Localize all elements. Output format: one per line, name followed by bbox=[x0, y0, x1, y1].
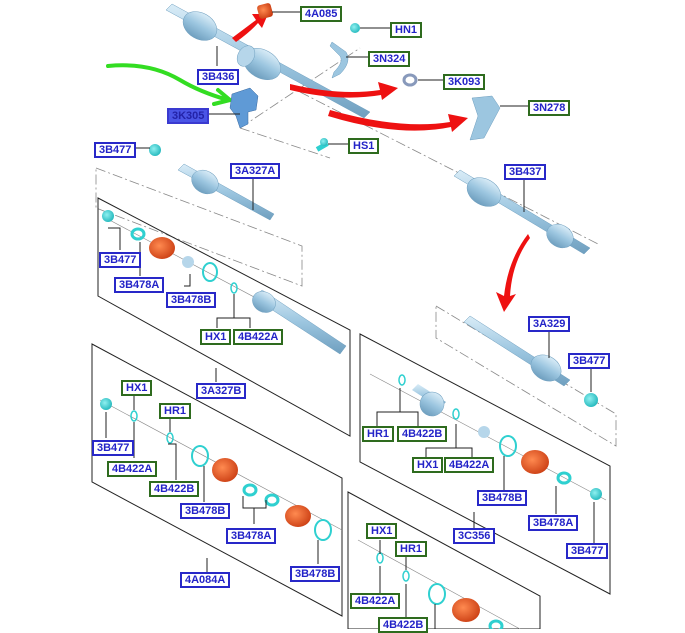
part-3N278 bbox=[469, 95, 501, 141]
part-label-3B478A-c[interactable]: 3B478A bbox=[528, 515, 579, 531]
shaft-3B437 bbox=[453, 169, 591, 255]
part-3N324 bbox=[329, 41, 349, 79]
group-bottom bbox=[347, 491, 541, 629]
part-label-4A084A[interactable]: 4A084A bbox=[180, 572, 231, 588]
part-label-4B422B-c[interactable]: 4B422B bbox=[378, 617, 429, 633]
part-label-3A327A[interactable]: 3A327A bbox=[230, 163, 281, 179]
part-label-4B422A-c[interactable]: 4B422A bbox=[444, 457, 495, 473]
group-3C356 bbox=[359, 333, 611, 595]
part-label-4B422A-d[interactable]: 4B422A bbox=[350, 593, 401, 609]
group-3A329 bbox=[435, 305, 617, 447]
part-label-3K093[interactable]: 3K093 bbox=[443, 74, 486, 90]
group-3A327B bbox=[97, 197, 351, 437]
leader-lines bbox=[208, 11, 528, 145]
part-label-HX1-c[interactable]: HX1 bbox=[412, 457, 444, 473]
part-3K093 bbox=[402, 73, 418, 87]
group-4A084A bbox=[91, 343, 343, 617]
part-label-3A329[interactable]: 3A329 bbox=[528, 316, 571, 332]
part-label-3B478B-d[interactable]: 3B478B bbox=[477, 490, 528, 506]
part-label-3B477-c[interactable]: 3B477 bbox=[568, 353, 611, 369]
part-label-3B478B-a[interactable]: 3B478B bbox=[166, 292, 217, 308]
part-label-4B422B-b[interactable]: 4B422B bbox=[397, 426, 448, 442]
part-label-4B422A-b[interactable]: 4B422A bbox=[107, 461, 158, 477]
part-label-3B477-d[interactable]: 3B477 bbox=[92, 440, 135, 456]
part-label-3B477-b[interactable]: 3B477 bbox=[99, 252, 142, 268]
part-label-3B478A-b[interactable]: 3B478A bbox=[226, 528, 277, 544]
shaft-3B436 bbox=[165, 3, 371, 119]
part-label-HX1-a[interactable]: HX1 bbox=[200, 329, 232, 345]
part-label-3B478A-a[interactable]: 3B478A bbox=[114, 277, 165, 293]
part-4A085 bbox=[257, 3, 273, 19]
part-label-4A085[interactable]: 4A085 bbox=[300, 6, 343, 22]
part-label-HR1-a[interactable]: HR1 bbox=[159, 403, 192, 419]
part-label-3C356[interactable]: 3C356 bbox=[453, 528, 496, 544]
part-label-3B437[interactable]: 3B437 bbox=[504, 164, 547, 180]
part-label-HX1-d[interactable]: HX1 bbox=[366, 523, 398, 539]
part-HS1 bbox=[315, 138, 329, 152]
part-label-3A327B[interactable]: 3A327B bbox=[196, 383, 247, 399]
part-HN1 bbox=[350, 23, 360, 33]
part-label-3N278[interactable]: 3N278 bbox=[528, 100, 571, 116]
part-label-3K305[interactable]: 3K305 bbox=[167, 108, 210, 124]
part-label-4B422B-a[interactable]: 4B422B bbox=[149, 481, 200, 497]
part-label-3B478B-c[interactable]: 3B478B bbox=[290, 566, 341, 582]
part-label-3N324[interactable]: 3N324 bbox=[368, 51, 411, 67]
part-label-3B436[interactable]: 3B436 bbox=[197, 69, 240, 85]
part-3K305 bbox=[229, 87, 259, 129]
part-label-HR1-b[interactable]: HR1 bbox=[362, 426, 395, 442]
part-label-HN1[interactable]: HN1 bbox=[390, 22, 423, 38]
part-label-HR1-c[interactable]: HR1 bbox=[395, 541, 428, 557]
part-label-3B478B-b[interactable]: 3B478B bbox=[180, 503, 231, 519]
group-3A327A bbox=[95, 144, 303, 287]
part-label-HS1[interactable]: HS1 bbox=[348, 138, 380, 154]
part-label-HX1-b[interactable]: HX1 bbox=[121, 380, 153, 396]
part-label-3B477-e[interactable]: 3B477 bbox=[566, 543, 609, 559]
part-label-4B422A-a[interactable]: 4B422A bbox=[233, 329, 284, 345]
part-label-3B477-a[interactable]: 3B477 bbox=[94, 142, 137, 158]
green-arrow bbox=[106, 63, 232, 106]
red-arrows bbox=[232, 14, 530, 312]
